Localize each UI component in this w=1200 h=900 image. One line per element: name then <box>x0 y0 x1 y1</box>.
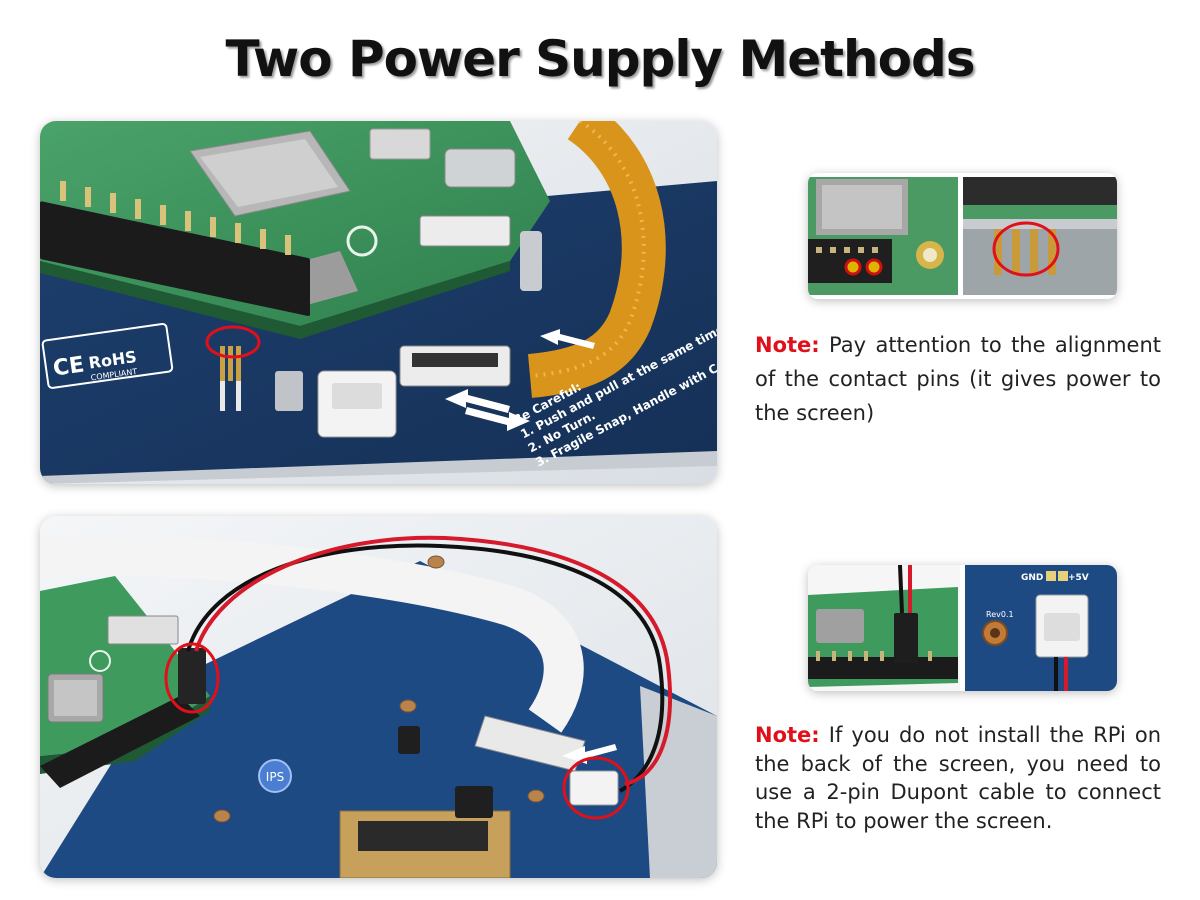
raspberry-logo-icon <box>89 650 111 672</box>
double-arrow-icon <box>445 329 595 431</box>
highlight-circle-pins <box>205 325 261 359</box>
ips-badge <box>258 759 292 793</box>
pogo-pins <box>220 346 241 411</box>
raspberry-logo-icon <box>346 225 378 257</box>
rev-label: Rev0.1 <box>986 610 1014 619</box>
note-dupont-cable: Note: If you do not install the RPi on t… <box>755 721 1161 835</box>
ips-label: IPS <box>266 770 284 784</box>
thumb-contact-pins-closeup <box>808 173 1117 299</box>
highlight-circle-pins-thumb <box>992 221 1060 277</box>
photo-pi-dupont-cable: IPS <box>40 516 717 878</box>
note-label: Note: <box>755 723 820 747</box>
ce-mark: CE <box>51 352 85 381</box>
fpc-ribbon-cable <box>40 535 584 733</box>
highlight-circle-dupont <box>164 642 220 714</box>
plus5v-label: +5V <box>1068 573 1089 583</box>
dupont-plug <box>178 648 206 704</box>
gpio-header <box>40 201 310 317</box>
note-text: Pay attention to the alignment of the co… <box>755 333 1161 425</box>
gnd-label: GND <box>1021 573 1043 583</box>
page-title: Two Power Supply Methods <box>225 30 975 88</box>
thumb-dupont-cable-closeup: GND +5V Rev0.1 <box>808 565 1117 691</box>
note-contact-pins: Note: Pay attention to the alignment of … <box>755 328 1161 430</box>
photo-pi-mounted-on-screen: Be Careful: 1. Push and pull at the same… <box>40 121 717 484</box>
highlight-circle-connector <box>562 756 630 820</box>
power-connector <box>569 770 619 806</box>
arrow-icon <box>562 744 617 764</box>
standoff <box>275 371 303 411</box>
note-text: If you do not install the RPi on the bac… <box>755 723 1161 833</box>
black-wire <box>186 543 665 793</box>
red-wire <box>194 535 673 786</box>
usb-c-port <box>444 148 516 188</box>
gpio-header <box>40 696 200 788</box>
note-label: Note: <box>755 333 820 357</box>
